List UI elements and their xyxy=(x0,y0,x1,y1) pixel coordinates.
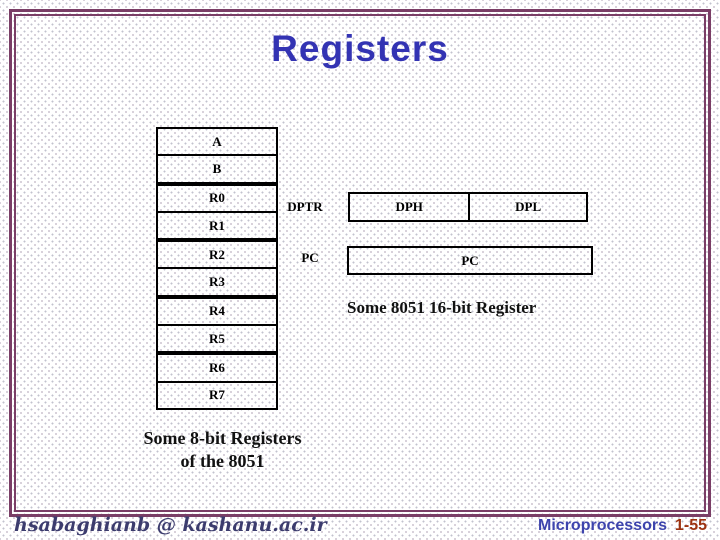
pc-label: PC xyxy=(301,250,319,265)
register-label: R6 xyxy=(209,360,225,376)
sixteen-bit-caption: Some 8051 16-bit Register xyxy=(347,298,537,317)
register-cell-r0: R0 xyxy=(158,181,276,211)
register-label: R4 xyxy=(209,303,225,319)
register-label: R5 xyxy=(209,330,225,346)
register-label: B xyxy=(212,160,222,176)
pc-box: PC xyxy=(347,246,593,275)
register-label: R7 xyxy=(209,387,225,403)
register-cell-r6: R6 xyxy=(158,351,276,380)
register-label: A xyxy=(212,133,222,149)
slide-title: Registers xyxy=(271,28,449,69)
stack-caption: Some 8-bit Registers of the 8051 xyxy=(125,427,320,473)
register-label: R1 xyxy=(209,217,225,233)
footer-page-number: 1-55 xyxy=(674,517,707,534)
register-cell-r4: R4 xyxy=(158,294,276,324)
footer-author-email: hsabaghianb @ kashanu.ac.ir xyxy=(14,514,327,536)
register-cell-r5: R5 xyxy=(158,324,276,351)
dptr-label: DPTR xyxy=(287,199,323,214)
register-label: R0 xyxy=(209,190,225,206)
register-label: R3 xyxy=(209,274,225,290)
stack-caption-line1: Some 8-bit Registers xyxy=(143,428,302,448)
register-cell-b: B xyxy=(158,154,276,181)
register-cell-r1: R1 xyxy=(158,210,276,238)
register-cell-r7: R7 xyxy=(158,380,276,408)
dpl-cell: DPL xyxy=(515,199,542,214)
register-cell-r3: R3 xyxy=(158,267,276,294)
dph-cell: DPH xyxy=(350,194,471,220)
stack-caption-line2: of the 8051 xyxy=(180,451,265,471)
footer-course-info: Microprocessors 1-55 xyxy=(538,517,707,535)
register-cell-r2: R2 xyxy=(158,238,276,267)
register-stack: A B R0 R1 R2 R3 R4 R5 R6 R7 xyxy=(156,127,278,410)
register-label: R2 xyxy=(209,246,225,262)
dptr-box: DPH DPL xyxy=(348,192,588,222)
footer-course-name: Microprocessors xyxy=(538,517,667,534)
register-cell-a: A xyxy=(158,129,276,154)
